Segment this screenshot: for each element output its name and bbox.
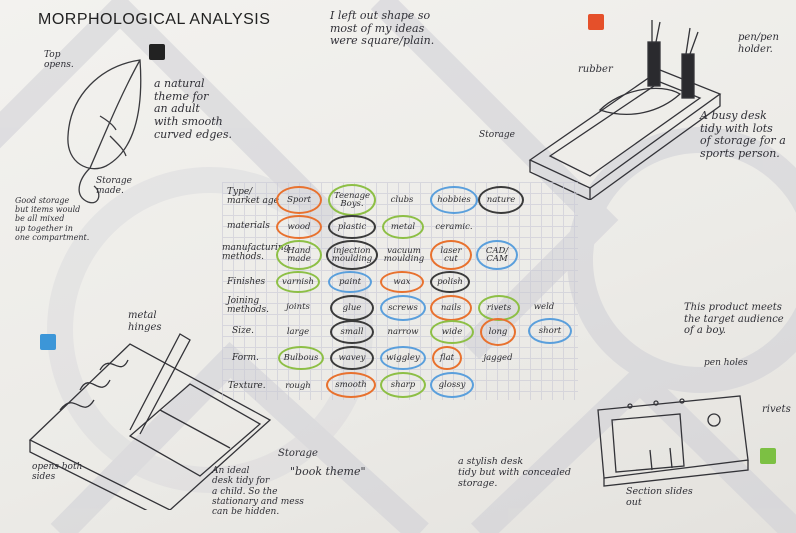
cell-varnish: varnish <box>276 271 320 293</box>
cell-glue: glue <box>330 295 374 321</box>
swatch-green <box>760 448 776 464</box>
cell-vacuum-moulding: vacuum moulding <box>380 240 428 270</box>
pen-holes-label: pen holes <box>704 358 748 368</box>
row-label-texture: Texture. <box>228 382 266 391</box>
row-label-materials: materials <box>227 222 270 231</box>
leaf-theme-note: a natural theme for an adult with smooth… <box>154 78 232 141</box>
cell-sport: Sport <box>276 186 322 214</box>
cell-injection-moulding: injection moulding <box>326 240 378 270</box>
shape-note: I left out shape so most of my ideas wer… <box>330 10 434 48</box>
book-storage-label: Storage <box>278 448 318 460</box>
cell-nails: nails <box>430 295 472 321</box>
target-audience-note: This product meets the target audience o… <box>684 302 784 337</box>
cell-long: long <box>480 318 516 346</box>
rivets-label: rivets <box>762 404 791 416</box>
cell-hand-made: Hand made <box>276 240 322 270</box>
cell-wood: wood <box>276 215 322 239</box>
row-label-form: Form. <box>232 354 259 363</box>
cell-large: large <box>280 320 316 344</box>
cell-ceramic: ceramic. <box>430 215 478 239</box>
cell-glossy: glossy <box>430 372 474 398</box>
cell-paint: paint <box>328 271 372 293</box>
cell-screws: screws <box>380 295 426 321</box>
page-title: MORPHOLOGICAL ANALYSIS <box>38 11 270 29</box>
cell-wiggley: wiggley <box>380 346 426 370</box>
cell-rough: rough <box>280 374 316 398</box>
cell-flat: flat <box>432 346 462 370</box>
leaf-sketch <box>40 56 160 216</box>
cell-weld: weld <box>526 295 562 319</box>
cell-metal: metal <box>382 215 424 239</box>
cell-wavey: wavey <box>330 346 374 370</box>
cell-wax: wax <box>380 271 424 293</box>
row-label-joining: Joining methods. <box>227 297 269 316</box>
concealed-desk-sketch <box>590 390 760 490</box>
cell-jagged: jagged <box>478 346 518 370</box>
cell-clubs: clubs <box>382 186 422 214</box>
cell-laser-cut: laser cut <box>430 240 472 270</box>
cell-short: short <box>528 318 572 344</box>
cell-bulbous: Bulbous <box>278 346 324 370</box>
cell-plastic: plastic <box>328 215 376 239</box>
cell-wide: wide <box>430 320 474 344</box>
stylish-note: a stylish desk tidy but with concealed s… <box>458 457 571 490</box>
section-slides-note: Section slides out <box>626 487 693 509</box>
cell-smooth: smooth <box>326 372 376 398</box>
cell-teenage-boys: Teenage Boys. <box>328 184 376 216</box>
cell-joints: joints <box>278 295 318 319</box>
row-label-finishes: Finishes <box>227 278 265 287</box>
cell-sharp: sharp <box>380 372 426 398</box>
cell-small: small <box>330 320 374 344</box>
cell-narrow: narrow <box>382 320 424 344</box>
cell-nature: nature <box>478 186 524 214</box>
cell-hobbies: hobbies <box>430 186 478 214</box>
cell-cad-cam: CAD/ CAM <box>476 240 518 270</box>
cell-polish: polish <box>430 271 470 293</box>
row-label-type: Type/ market age <box>227 188 279 207</box>
row-label-size: Size. <box>232 327 254 336</box>
busy-desk-sketch <box>510 20 750 200</box>
